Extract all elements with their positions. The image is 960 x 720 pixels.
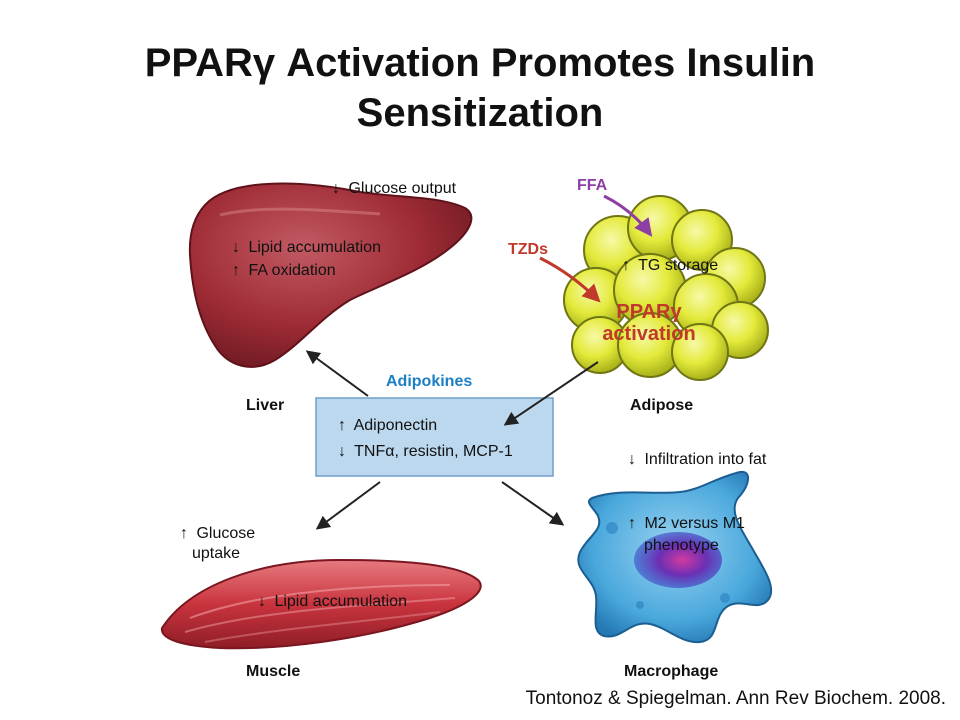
down-arrow-icon: ↓ [338,443,346,460]
m2-m1-line-2: phenotype [644,537,719,554]
tzd-arrow [539,256,601,303]
m2-m1-line-1: M2 versus M1 [644,515,745,532]
ppar-label-line-2: activation [602,323,695,345]
down-arrow-icon: ↓ [332,180,340,197]
arrow-adipokines-to-muscle [315,481,381,530]
down-arrow-icon: ↓ [258,593,266,610]
macrophage-illustration [577,470,773,644]
slide-title: PPARγ Activation Promotes Insulin Sensit… [80,38,880,138]
svg-text:↑ Glucose: ↑ Glucose [180,525,255,542]
svg-text:↑ FA oxidation: ↑ FA oxidation [232,262,336,279]
adipose-illustration [563,195,769,381]
ffa-label: FFA [577,177,608,194]
liver-fa-oxidation: FA oxidation [248,262,335,279]
adiponectin-label: Adiponectin [354,417,438,434]
liver-lipid-accumulation: Lipid accumulation [248,239,381,256]
svg-text:↑ Adiponectin: ↑ Adiponectin [338,417,437,434]
glucose-uptake-line-2: uptake [192,545,240,562]
liver-shape [188,182,473,368]
citation: Tontonoz & Spiegelman. Ann Rev Biochem. … [525,688,946,709]
svg-text:↓ TNFα, resistin, MCP-1: ↓ TNFα, resistin, MCP-1 [338,443,513,460]
svg-text:↓ Infiltration into fat: ↓ Infiltration into fat [628,451,767,468]
infiltration-label: Infiltration into fat [644,451,766,468]
svg-text:↓ Glucose output: ↓ Glucose output [332,180,457,197]
macrophage-label: Macrophage [624,663,718,680]
svg-text:↑ TG storage: ↑ TG storage [622,257,718,274]
svg-text:↓ Lipid accumulation: ↓ Lipid accumulation [232,239,381,256]
tg-storage-label: TG storage [638,257,718,274]
down-arrow-icon: ↓ [232,239,240,256]
tnf-resistin-label: TNFα, resistin, MCP-1 [354,443,513,460]
liver-illustration [188,182,473,368]
adipose-label: Adipose [630,397,693,414]
muscle-label: Muscle [246,663,300,680]
slide-title-line-1: PPARγ Activation Promotes Insulin [144,41,816,85]
glucose-uptake-line-1: Glucose [196,525,255,542]
adipokines-header: Adipokines [386,373,472,390]
up-arrow-icon: ↑ [180,525,188,542]
adipokine-box [315,397,554,477]
up-arrow-icon: ↑ [338,417,346,434]
svg-text:↓ Lipid accumulation: ↓ Lipid accumulation [258,593,407,610]
liver-glucose-output: Glucose output [348,180,456,197]
svg-text:↑ M2 versus M1: ↑ M2 versus M1 [628,515,745,532]
muscle-illustration [160,558,482,650]
arrow-adipose-to-adipokines [503,361,599,426]
arrow-adipokines-to-liver [305,350,369,397]
up-arrow-icon: ↑ [232,262,240,279]
muscle-shape [160,558,482,650]
up-arrow-icon: ↑ [628,515,636,532]
ppar-label-line-1: PPARγ [616,301,682,323]
tzds-label: TZDs [508,241,548,258]
slide-title-line-2: Sensitization [356,91,604,135]
arrow-adipokines-to-macrophage [501,481,565,526]
ffa-arrow [603,194,653,237]
up-arrow-icon: ↑ [622,257,630,274]
down-arrow-icon: ↓ [628,451,636,468]
macrophage-nucleus [634,532,722,588]
liver-label: Liver [246,397,284,414]
muscle-lipid-accumulation: Lipid accumulation [274,593,407,610]
